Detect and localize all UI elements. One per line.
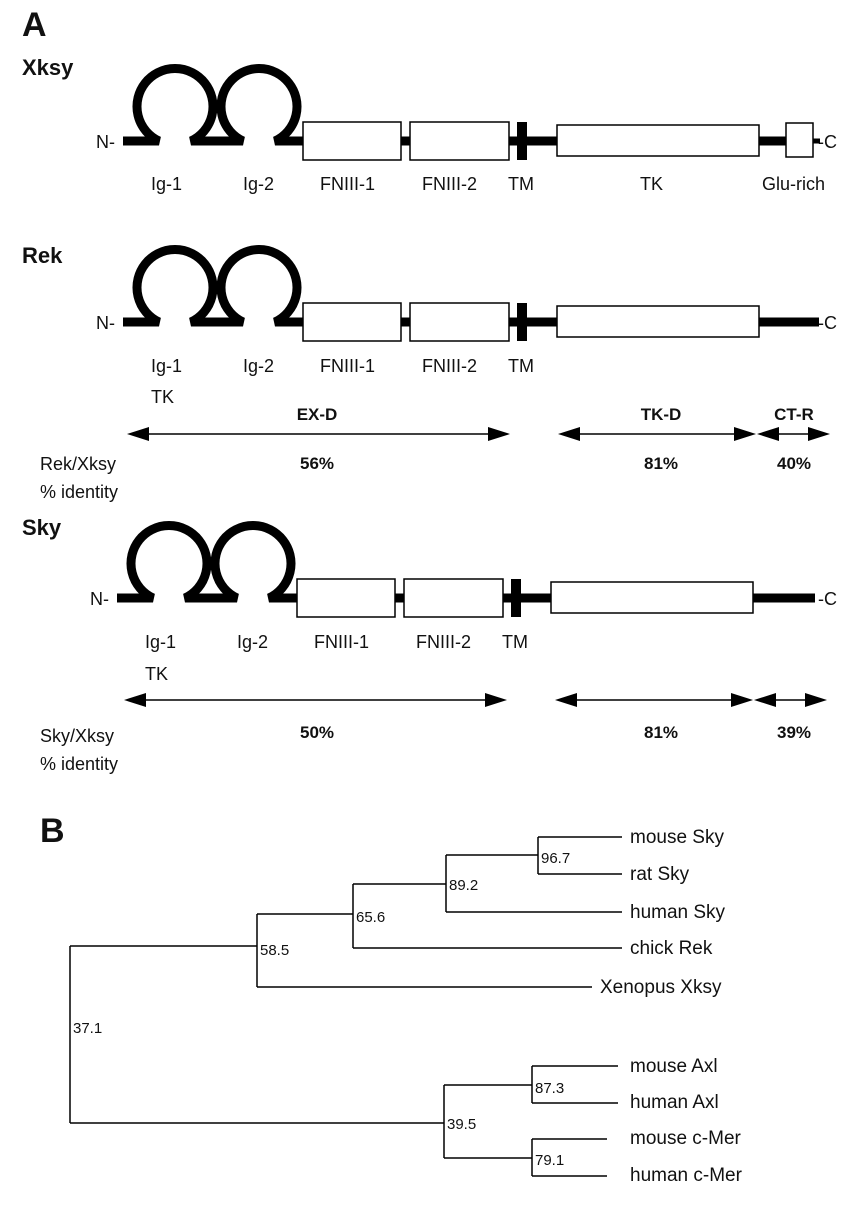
tree-leaf-label: mouse Axl bbox=[630, 1056, 718, 1077]
identity-value: 56% bbox=[300, 454, 334, 473]
tm-domain bbox=[511, 579, 521, 617]
c-terminus-label: -C bbox=[818, 132, 837, 152]
domain-label: Ig-2 bbox=[237, 632, 268, 652]
domain-label: TM bbox=[508, 356, 534, 376]
bootstrap-value: 87.3 bbox=[535, 1080, 564, 1097]
identity-comparisons: EX-D TK-D CT-R Rek/Xksy % identity 56% 81% 40% S… bbox=[40, 405, 830, 774]
identity-value: 81% bbox=[644, 723, 678, 742]
arrowhead bbox=[488, 427, 510, 441]
ig-domain-2 bbox=[201, 521, 296, 603]
arrowhead bbox=[734, 427, 756, 441]
comparison-label: Sky/Xksy bbox=[40, 726, 114, 746]
c-terminus-label: -C bbox=[818, 313, 837, 333]
domain-label: Glu-rich bbox=[762, 174, 825, 194]
identity-value: 40% bbox=[777, 454, 811, 473]
bootstrap-value: 96.7 bbox=[541, 850, 570, 867]
arrowhead bbox=[754, 693, 776, 707]
arrowhead bbox=[731, 693, 753, 707]
glu-rich-domain bbox=[785, 122, 814, 158]
arrowhead bbox=[558, 427, 580, 441]
bootstrap-value: 39.5 bbox=[447, 1116, 476, 1133]
domain-label: TK bbox=[640, 174, 663, 194]
protein-name: Xksy bbox=[22, 55, 74, 80]
tk-domain bbox=[550, 581, 754, 614]
arrowhead bbox=[127, 427, 149, 441]
domain-label: TK bbox=[145, 664, 168, 684]
identity-value: 81% bbox=[644, 454, 678, 473]
bootstrap-value: 65.6 bbox=[356, 909, 385, 926]
identity-value: 39% bbox=[777, 723, 811, 742]
bootstrap-value: 89.2 bbox=[449, 877, 478, 894]
domain-label: FNIII-2 bbox=[416, 632, 471, 652]
panel-b-label: B bbox=[40, 812, 65, 850]
arrowhead bbox=[124, 693, 146, 707]
tk-domain bbox=[556, 124, 760, 157]
comparison-1: Sky/Xksy % identity 50% 81% 39% bbox=[40, 693, 827, 774]
c-terminus-label: -C bbox=[818, 589, 837, 609]
region-label: TK-D bbox=[641, 405, 682, 424]
bootstrap-value: 37.1 bbox=[73, 1020, 102, 1037]
bootstrap-value: 79.1 bbox=[535, 1152, 564, 1169]
domain-label: FNIII-2 bbox=[422, 174, 477, 194]
phylogenetic-tree: mouse Sky rat Sky human Sky chick RekXenopu… bbox=[69, 827, 743, 1186]
fniii-2-domain bbox=[403, 578, 504, 618]
domain-label: FNIII-1 bbox=[314, 632, 369, 652]
tree-leaf-label: human Axl bbox=[630, 1092, 719, 1113]
n-terminus-label: N- bbox=[96, 132, 115, 152]
ig-domain-1 bbox=[117, 521, 212, 603]
tm-domain bbox=[517, 303, 527, 341]
bootstrap-value: 58.5 bbox=[260, 942, 289, 959]
arrowhead bbox=[805, 693, 827, 707]
domain-label: TK bbox=[151, 387, 174, 407]
domain-label: FNIII-1 bbox=[320, 356, 375, 376]
arrowhead bbox=[808, 427, 830, 441]
domain-label: Ig-1 bbox=[145, 632, 176, 652]
protein-name: Sky bbox=[22, 515, 62, 540]
tree-leaf-label: chick Rek bbox=[630, 938, 713, 959]
region-label: CT-R bbox=[774, 405, 814, 424]
fniii-2-domain bbox=[409, 302, 510, 342]
panel-a-label: A bbox=[22, 6, 47, 44]
domain-label: Ig-1 bbox=[151, 174, 182, 194]
domain-label: TM bbox=[508, 174, 534, 194]
domain-label: Ig-2 bbox=[243, 356, 274, 376]
tree-leaf-label: mouse Sky bbox=[630, 827, 724, 848]
ig-domain-1 bbox=[123, 64, 218, 146]
tree-leaf-label: mouse c-Mer bbox=[630, 1128, 742, 1149]
tree-leaf-label: Xenopus Xksy bbox=[600, 977, 722, 998]
arrowhead bbox=[757, 427, 779, 441]
protein-name: Rek bbox=[22, 243, 63, 268]
comparison-label: Rek/Xksy bbox=[40, 454, 116, 474]
domain-label: FNIII-1 bbox=[320, 174, 375, 194]
comparison-0: EX-D TK-D CT-R Rek/Xksy % identity 56% 81% 40% bbox=[40, 405, 830, 502]
n-terminus-label: N- bbox=[90, 589, 109, 609]
ig-domain-2 bbox=[207, 245, 302, 327]
domain-label: FNIII-2 bbox=[422, 356, 477, 376]
tree-leaf-label: rat Sky bbox=[630, 864, 690, 885]
domain-label: TM bbox=[502, 632, 528, 652]
fniii-1-domain bbox=[302, 121, 402, 161]
tree-leaf-label: human c-Mer bbox=[630, 1165, 743, 1186]
tree-leaf-label: human Sky bbox=[630, 902, 726, 923]
comparison-sublabel: % identity bbox=[40, 754, 118, 774]
ig-domain-1 bbox=[123, 245, 218, 327]
arrowhead bbox=[485, 693, 507, 707]
comparison-sublabel: % identity bbox=[40, 482, 118, 502]
n-terminus-label: N- bbox=[96, 313, 115, 333]
arrowhead bbox=[555, 693, 577, 707]
domain-label: Ig-2 bbox=[243, 174, 274, 194]
tm-domain bbox=[517, 122, 527, 160]
identity-value: 50% bbox=[300, 723, 334, 742]
ig-domain-2 bbox=[207, 64, 302, 146]
fniii-1-domain bbox=[302, 302, 402, 342]
domain-label: Ig-1 bbox=[151, 356, 182, 376]
fniii-1-domain bbox=[296, 578, 396, 618]
fniii-2-domain bbox=[409, 121, 510, 161]
tk-domain bbox=[556, 305, 760, 338]
region-label: EX-D bbox=[297, 405, 338, 424]
